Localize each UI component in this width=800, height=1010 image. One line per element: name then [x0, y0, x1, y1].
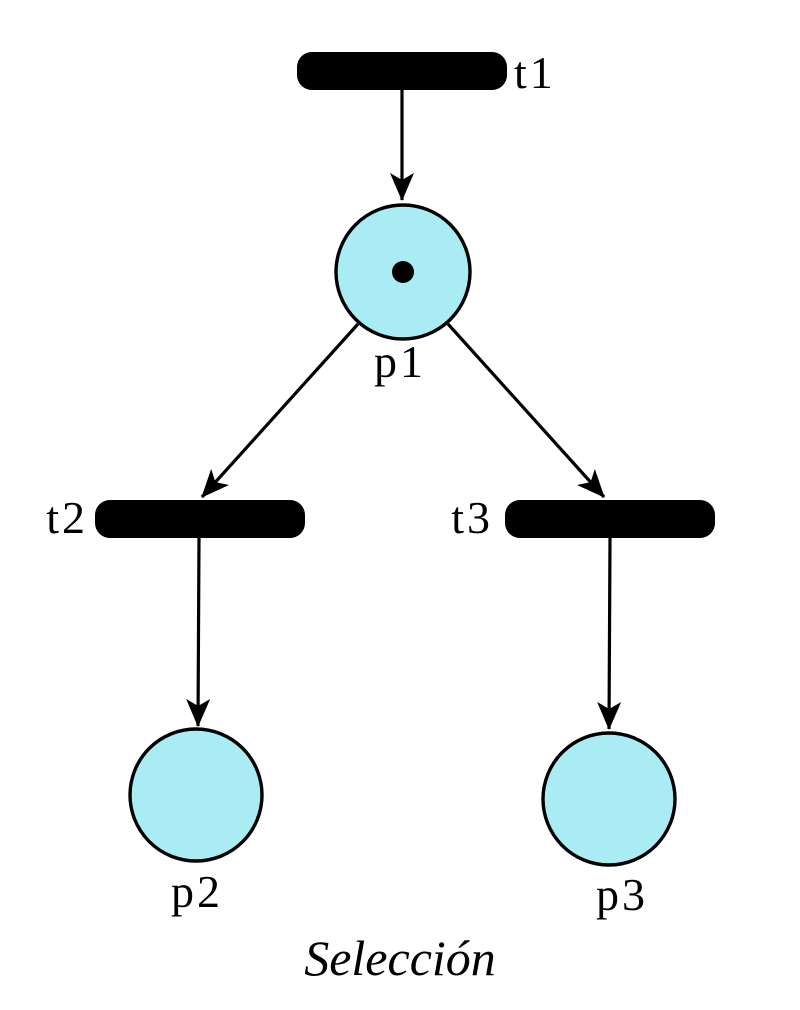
transition-t2: [95, 500, 305, 538]
transitions-group: [95, 52, 715, 538]
transition-t3-label: t3: [451, 492, 493, 543]
place-p2: [128, 727, 264, 863]
labels-group: t1 t2 t3 p1 p2 p3 Selección: [46, 47, 648, 986]
token-p1: [392, 261, 414, 283]
transition-t2-label: t2: [46, 492, 88, 543]
transition-t1-label: t1: [514, 47, 556, 98]
transition-t3: [505, 500, 715, 538]
arcs-group: [186, 90, 622, 730]
place-p3: [541, 731, 677, 867]
place-p1-label: p1: [374, 336, 426, 387]
diagram-caption: Selección: [304, 930, 496, 986]
arc-p1-to-t2: [200, 322, 360, 499]
places-group: [128, 203, 677, 867]
place-p3-label: p3: [596, 869, 648, 920]
arc-t2-to-p2: [186, 537, 211, 727]
place-p2-label: p2: [171, 866, 223, 917]
arc-t3-to-p3: [597, 537, 622, 730]
arc-p1-to-t3: [446, 322, 606, 499]
transition-t1: [297, 52, 507, 90]
